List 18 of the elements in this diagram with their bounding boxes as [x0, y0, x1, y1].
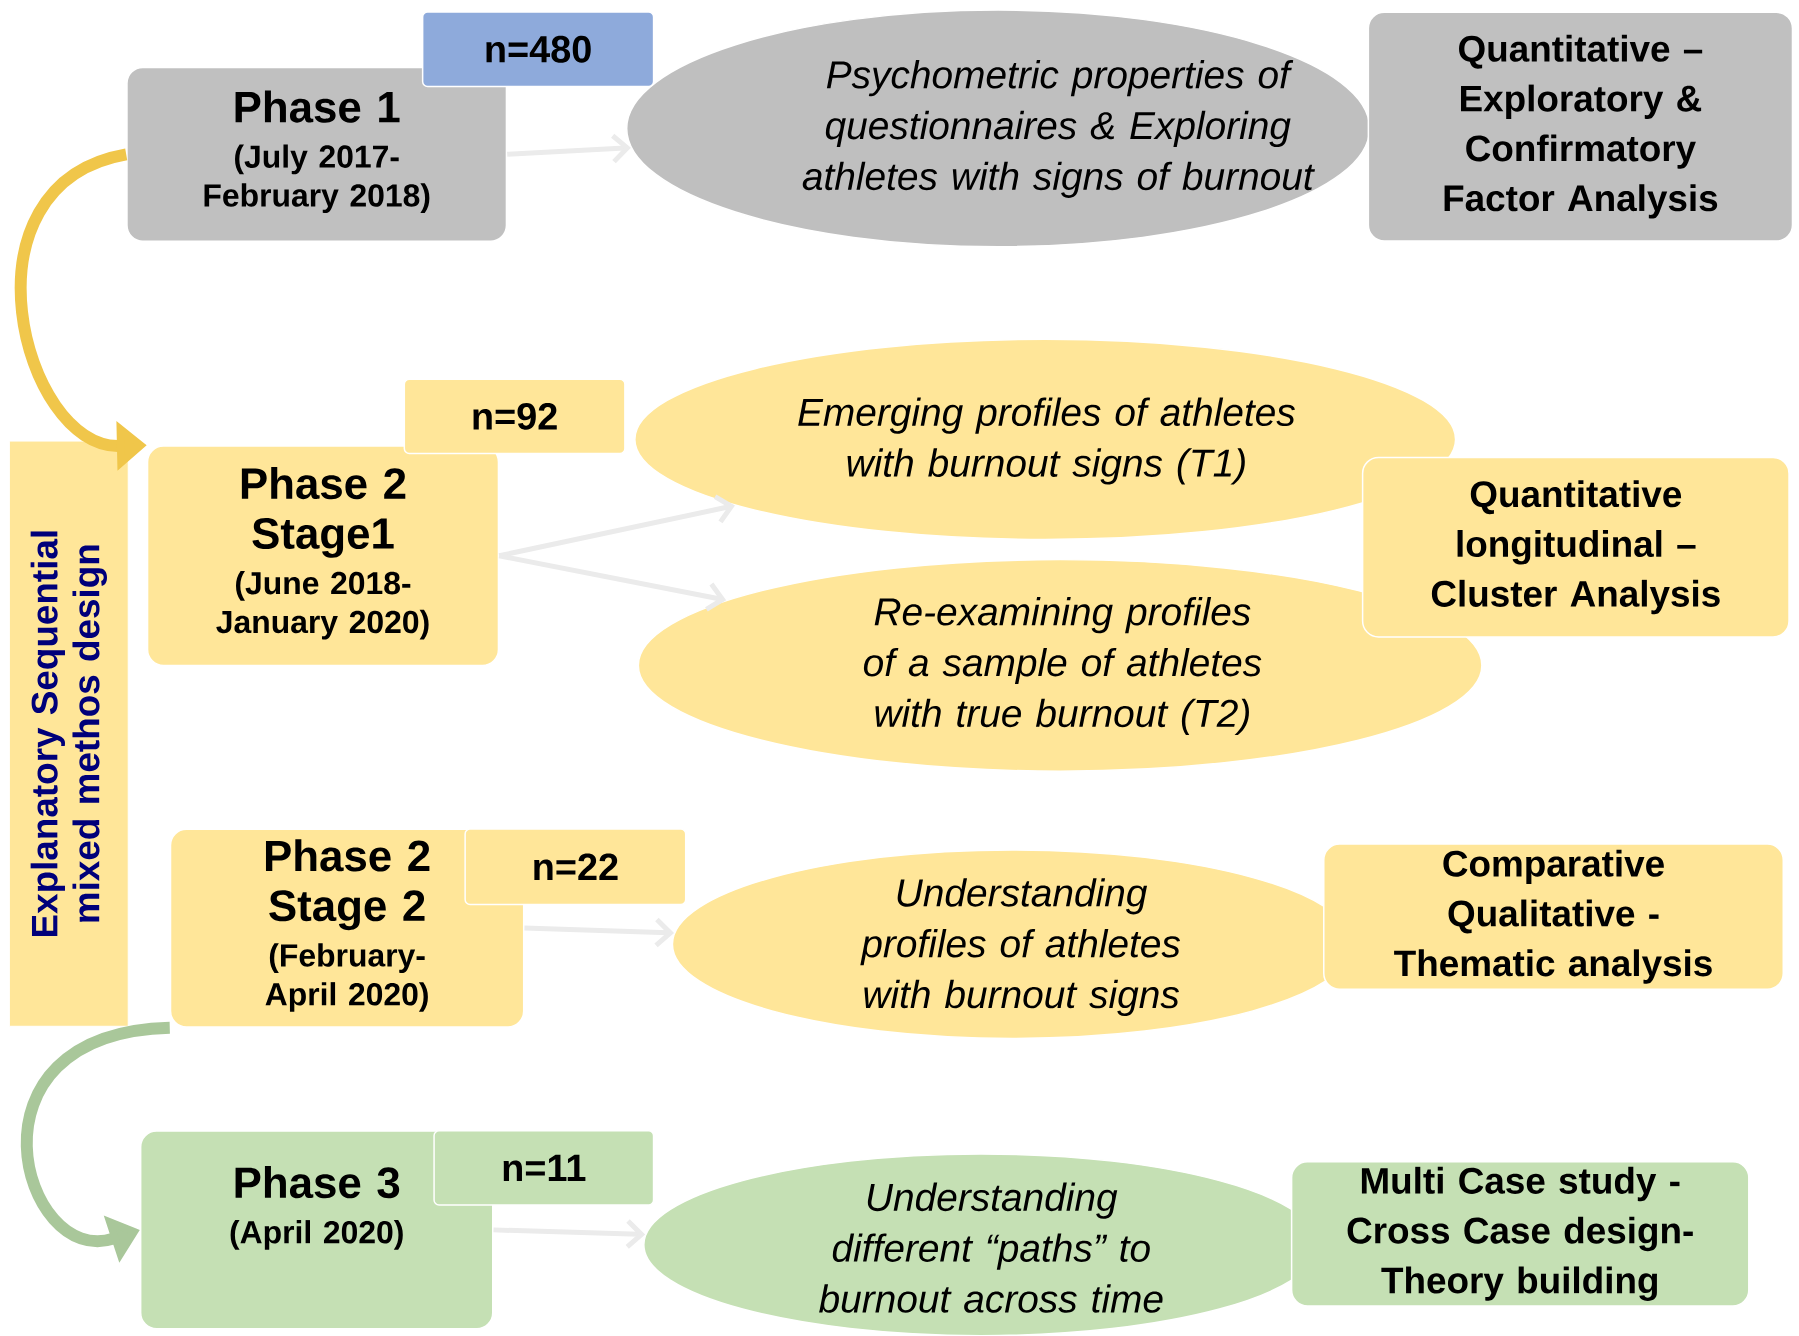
- sample-size-box: n=480: [421, 11, 655, 88]
- phase-box: Phase 2 Stage 2 (February-April 2020): [169, 828, 525, 1028]
- arrow: [507, 133, 631, 164]
- side-band: Explanatory Sequential mixed methos design: [8, 440, 129, 1027]
- sample-size-box: n=22: [464, 828, 687, 906]
- arrow: [524, 917, 675, 948]
- arrow: [498, 494, 735, 559]
- phase-box: Phase 2 Stage1 (June 2018- January 2020): [146, 445, 500, 667]
- sample-size-box: n=11: [433, 1129, 655, 1206]
- arrow: [493, 1219, 646, 1249]
- phase-box: Phase 1 (July 2017- February 2018): [126, 66, 508, 242]
- arrow: [498, 553, 727, 612]
- method-box: Quantitative – Exploratory & Confirmatory Factor Analysis: [1367, 11, 1794, 242]
- method-box: Quantitative longitudinal – Cluster Analysis: [1361, 456, 1790, 638]
- phase-box: Phase 3 (April 2020): [139, 1130, 494, 1330]
- method-box: Comparative Qualitative - Thematic analysis: [1323, 843, 1784, 990]
- sample-size-box: n=92: [403, 378, 626, 455]
- method-box: Multi Case study - Cross Case design- Theory building: [1290, 1161, 1750, 1307]
